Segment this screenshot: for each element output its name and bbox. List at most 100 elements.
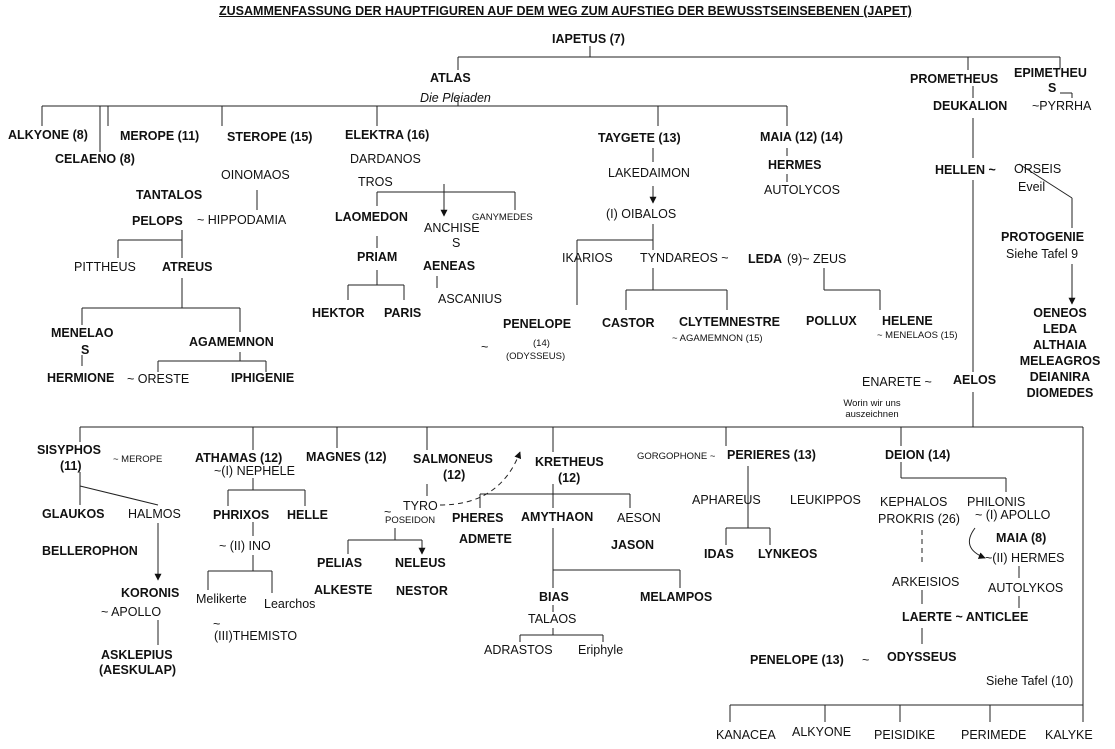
node-menelaos-15: ~ MENELAOS (15) — [877, 330, 958, 341]
node-kanacea: KANACEA — [716, 728, 776, 742]
node-elektra: ELEKTRA (16) — [345, 128, 430, 142]
node-atreus: ATREUS — [162, 260, 213, 274]
node-hermes-ii: ~(II) HERMES — [985, 551, 1065, 565]
node-tantalos: TANTALOS — [136, 188, 203, 202]
node-diomedes: DIOMEDES — [1026, 386, 1094, 400]
node-pheres: PHERES — [452, 511, 504, 525]
node-prometheus: PROMETHEUS — [910, 72, 999, 86]
node-menelaos-2: S — [81, 343, 90, 357]
node-lynkeos: LYNKEOS — [758, 547, 818, 561]
node-pyrrha: ~PYRRHA — [1032, 99, 1092, 113]
node-apollo: ~ APOLLO — [101, 605, 162, 619]
node-oibalos: (I) OIBALOS — [606, 207, 677, 221]
node-melikerte: Melikerte — [196, 592, 247, 606]
node-oreste: ~ ORESTE — [127, 372, 190, 386]
node-themisto: (III)THEMISTO — [214, 629, 298, 643]
node-nephele: ~(I) NEPHELE — [214, 464, 295, 478]
node-epimetheus-2: S — [1048, 81, 1057, 95]
node-peisidike: PEISIDIKE — [874, 728, 936, 742]
node-kretheus-1: KRETHEUS — [535, 455, 604, 469]
node-iphigenie: IPHIGENIE — [231, 371, 295, 385]
node-athamas: ATHAMAS (12) — [195, 451, 283, 465]
node-penelope-14-number: (14) — [533, 338, 550, 349]
node-alkyone-bottom: ALKYONE — [792, 725, 852, 739]
node-priam: PRIAM — [357, 250, 398, 264]
node-magnes: MAGNES (12) — [306, 450, 387, 464]
node-pleiaden: Die Pleiaden — [420, 91, 491, 105]
node-pelias: PELIAS — [317, 556, 363, 570]
node-eveil: Eveil — [1018, 180, 1046, 194]
node-leukippos: LEUKIPPOS — [790, 493, 861, 507]
node-agamemnon: AGAMEMNON — [189, 335, 274, 349]
node-tyro-tilde: ~ — [384, 505, 392, 519]
node-worin-2: auszeichnen — [845, 409, 899, 420]
node-eriphyle: Eriphyle — [578, 643, 624, 657]
node-pelops: PELOPS — [132, 214, 183, 228]
node-siehe-tafel-9: Siehe Tafel 9 — [1006, 247, 1079, 261]
node-deion: DEION (14) — [885, 448, 951, 462]
node-ascanius: ASCANIUS — [438, 292, 502, 306]
node-amythaon: AMYTHAON — [521, 510, 594, 524]
node-poseidon: POSEIDON — [385, 515, 436, 526]
node-celaeno: CELAENO (8) — [55, 152, 135, 166]
node-epimetheus-1: EPIMETHEU — [1014, 66, 1087, 80]
node-menelaos-1: MENELAO — [51, 326, 114, 340]
node-dardanos: DARDANOS — [350, 152, 421, 166]
node-deianira: DEIANIRA — [1029, 370, 1091, 384]
node-penelope-14-tilde: ~ — [481, 340, 489, 354]
node-iapetus: IAPETUS (7) — [552, 32, 625, 46]
node-helle: HELLE — [287, 508, 328, 522]
node-anchises-1: ANCHISE — [424, 221, 480, 235]
node-penelope-14: PENELOPE — [503, 317, 572, 331]
node-glaukos: GLAUKOS — [42, 507, 105, 521]
node-neleus: NELEUS — [395, 556, 446, 570]
node-merope-11: MEROPE (11) — [120, 129, 200, 143]
node-autolykos: AUTOLYKOS — [988, 581, 1064, 595]
node-paris: PARIS — [384, 306, 422, 320]
node-tros: TROS — [358, 175, 393, 189]
node-penelope-13-tilde: ~ — [862, 653, 870, 667]
diagram-title: ZUSAMMENFASSUNG DER HAUPTFIGUREN AUF DEM… — [219, 4, 912, 18]
node-salmoneus-1: SALMONEUS — [413, 452, 493, 466]
node-sisyphos-1: SISYPHOS — [37, 443, 101, 457]
node-tyndareos: TYNDAREOS ~ — [640, 251, 729, 265]
node-orseis: ORSEIS — [1014, 162, 1062, 176]
node-koronis: KORONIS — [121, 586, 180, 600]
node-atlas: ATLAS — [430, 71, 471, 85]
node-odysseus-paren: (ODYSSEUS) — [506, 351, 566, 362]
node-helene: HELENE — [882, 314, 933, 328]
node-themisto-tilde: ~ — [213, 617, 221, 631]
node-salmoneus-2: (12) — [443, 468, 466, 482]
node-penelope-13: PENELOPE (13) — [750, 653, 844, 667]
node-odysseus: ODYSSEUS — [887, 650, 957, 664]
node-halmos: HALMOS — [128, 507, 181, 521]
node-adrastos: ADRASTOS — [484, 643, 553, 657]
node-alkyone-8: ALKYONE (8) — [8, 128, 88, 142]
node-merope-sisyphos: ~ MEROPE — [113, 454, 163, 465]
node-castor: CASTOR — [602, 316, 655, 330]
node-leda: LEDA — [748, 252, 783, 266]
node-ikarios: IKARIOS — [562, 251, 613, 265]
node-worin-1: Worin wir uns — [843, 398, 901, 409]
node-lakedaimon: LAKEDAIMON — [608, 166, 690, 180]
node-maia-12-14: MAIA (12) (14) — [760, 130, 843, 144]
node-apollo-i: ~ (I) APOLLO — [975, 508, 1051, 522]
node-philonis: PHILONIS — [967, 495, 1026, 509]
node-sisyphos-2: (11) — [60, 459, 82, 473]
node-oinomaos: OINOMAOS — [221, 168, 290, 182]
node-hellen: HELLEN ~ — [935, 163, 996, 177]
node-hippodamia: ~ HIPPODAMIA — [197, 213, 287, 227]
node-sterope: STEROPE (15) — [227, 130, 313, 144]
node-admete: ADMETE — [459, 532, 512, 546]
node-aeson: AESON — [617, 511, 661, 525]
node-autolycos: AUTOLYCOS — [764, 183, 840, 197]
node-protogenie: PROTOGENIE — [1001, 230, 1085, 244]
node-jason: JASON — [611, 538, 655, 552]
node-siehe-tafel-10: Siehe Tafel (10) — [986, 674, 1074, 688]
node-aeskulap: (AESKULAP) — [99, 663, 177, 677]
node-prokris: PROKRIS (26) — [878, 512, 960, 526]
node-pollux: POLLUX — [806, 314, 857, 328]
node-gorgophone: GORGOPHONE ~ — [637, 451, 716, 462]
node-leda-zeus: (9)~ ZEUS — [787, 252, 847, 266]
node-aphareus: APHAREUS — [692, 493, 761, 507]
